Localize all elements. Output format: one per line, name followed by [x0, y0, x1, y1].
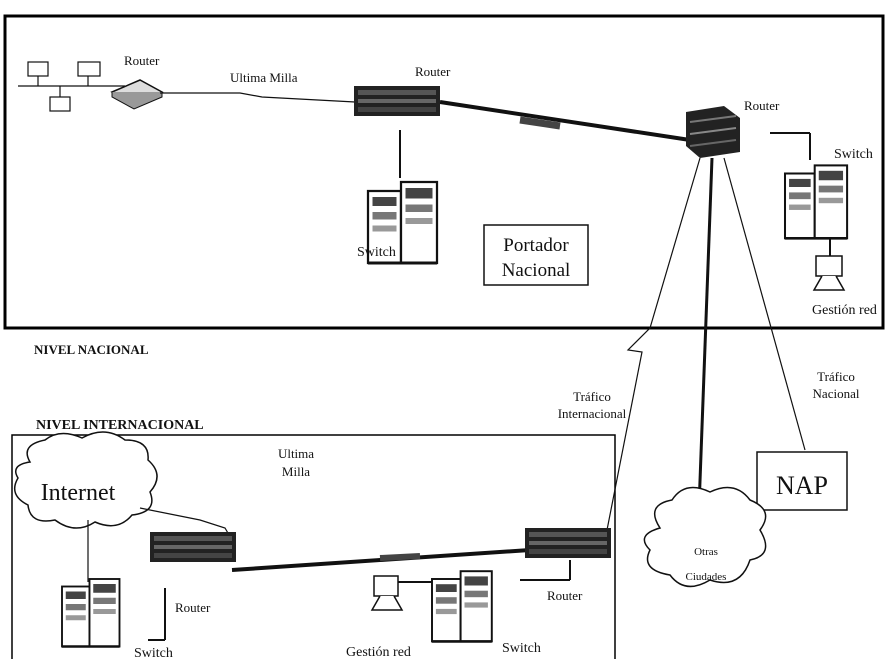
label-router-bot-left: Router — [175, 600, 211, 615]
router-bot-left-icon — [150, 532, 236, 562]
gestion-red-bot-icon — [370, 575, 404, 611]
router-bot-right-icon — [525, 528, 611, 558]
label-gestion-red-bot: Gestión red — [346, 645, 411, 659]
router-top-left-icon — [110, 79, 164, 110]
switch-bot-left-icon — [60, 577, 121, 648]
trafico-int-line1: Tráfico — [573, 389, 611, 404]
trafico-nac-line1: Tráfico — [817, 369, 855, 384]
links-internacional — [87, 507, 571, 641]
ultima-milla-bot-line1: Ultima — [278, 446, 314, 461]
portador-nacional-box — [483, 224, 589, 286]
nap-label: NAP — [776, 471, 828, 500]
trafico-int-line2: Internacional — [558, 406, 627, 421]
label-gestion-red-top: Gestión red — [812, 303, 877, 318]
otras-line1: Otras — [694, 546, 718, 558]
label-router-top-center: Router — [415, 64, 451, 79]
otras-ciudades-cloud — [643, 486, 767, 588]
nivel-internacional-box — [11, 434, 616, 659]
internet-label: Internet — [41, 480, 116, 506]
links-nacional — [160, 92, 831, 258]
label-switch-bot-left: Switch — [134, 646, 173, 659]
switch-top-right-icon — [783, 164, 849, 240]
ultima-milla-bot-line2: Milla — [282, 464, 310, 479]
trafico-nac-line2: Nacional — [813, 386, 860, 401]
label-ultima-milla-top: Ultima Milla — [230, 70, 298, 85]
label-switch-top-right: Switch — [834, 147, 873, 162]
router-top-right-icon — [686, 106, 740, 158]
nap-box — [756, 451, 848, 511]
lan-hosts — [18, 61, 125, 112]
label-router-top-left: Router — [124, 53, 160, 68]
switch-bot-right-icon — [430, 569, 494, 643]
label-router-top-right: Router — [744, 98, 780, 113]
portador-line2: Nacional — [502, 260, 571, 281]
links-inter-level — [606, 157, 806, 536]
nivel-nacional-title: NIVEL NACIONAL — [34, 342, 149, 357]
label-switch-bot-right: Switch — [502, 641, 541, 656]
otras-line2: Ciudades — [686, 571, 727, 583]
portador-line1: Portador — [503, 235, 569, 256]
nivel-nacional-box — [3, 14, 885, 330]
label-switch-top-center: Switch — [357, 245, 396, 260]
label-router-bot-right: Router — [547, 588, 583, 603]
router-top-center-icon — [354, 86, 440, 116]
gestion-red-top-icon — [812, 255, 846, 291]
internet-cloud — [13, 431, 158, 529]
nivel-internacional-title: NIVEL INTERNACIONAL — [36, 418, 204, 433]
